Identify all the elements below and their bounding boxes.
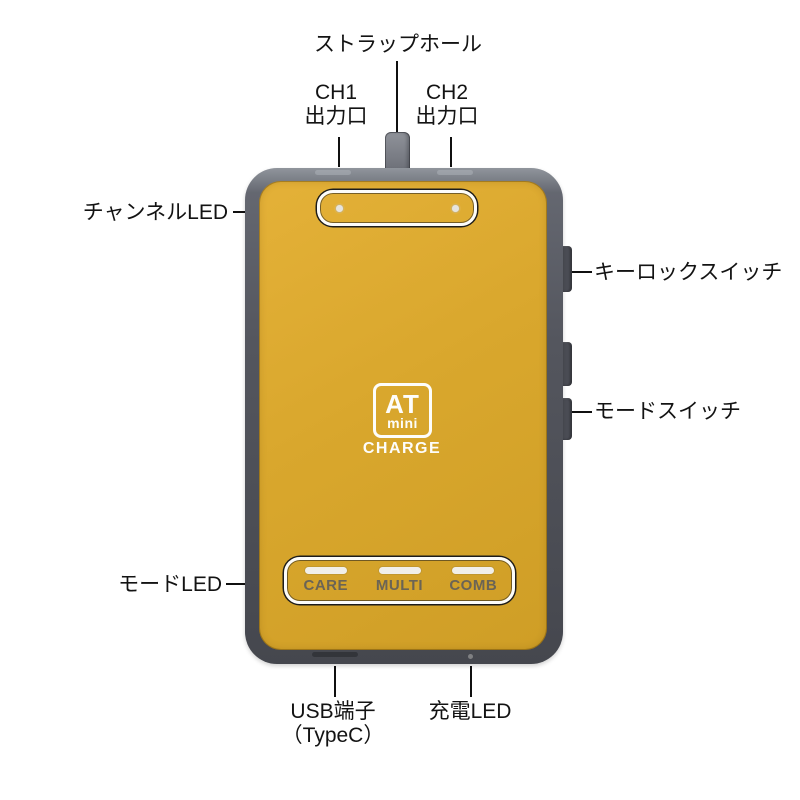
ch2-output-port xyxy=(437,170,473,175)
charge-led xyxy=(468,654,473,659)
device-front-panel: AT mini CHARGE CARE MULTI COMB xyxy=(259,181,547,650)
mode-switch-callout-line xyxy=(552,411,592,413)
ch1-output-label-line2: 出力口 xyxy=(304,105,368,128)
ch2-output-label-line2: 出力口 xyxy=(415,105,479,128)
mode-switch-label: モードスイッチ xyxy=(594,400,741,423)
usb-port-label-line2: （TypeC） xyxy=(281,724,385,747)
ch1-output-label: CH1 出力口 xyxy=(305,81,368,129)
strap-hole-callout-line xyxy=(396,61,398,133)
mode-item-multi: MULTI xyxy=(365,567,435,594)
ch1-output-label-line1: CH1 xyxy=(314,81,357,104)
key-lock-callout-line xyxy=(552,271,592,273)
product-name-text: CHARGE xyxy=(362,440,442,457)
charge-led-label: 充電LED xyxy=(428,700,512,723)
brand-logo-badge: AT mini xyxy=(373,383,432,438)
mode-led-care xyxy=(304,567,347,574)
brand-logo-subtext: mini xyxy=(387,414,418,431)
charge-led-callout-line xyxy=(470,666,472,697)
brand-logo-text: AT xyxy=(385,388,420,419)
key-lock-switch-label: キーロックスイッチ xyxy=(594,261,783,284)
mode-label-multi: MULTI xyxy=(375,577,424,594)
mode-item-comb: COMB xyxy=(438,567,508,594)
usb-port-label: USB端子 （TypeC） xyxy=(282,700,385,748)
channel-led-callout-box xyxy=(317,190,477,226)
usb-typec-port xyxy=(312,652,358,657)
mode-led-label: モードLED xyxy=(118,573,222,596)
ch2-callout-line xyxy=(450,137,452,167)
mode-label-comb: COMB xyxy=(449,577,498,594)
mode-item-care: CARE xyxy=(291,567,361,594)
device-frame: AT mini CHARGE CARE MULTI COMB xyxy=(245,168,563,664)
strap-hole-label: ストラップホール xyxy=(314,33,482,56)
mode-label-care: CARE xyxy=(303,577,348,594)
channel-led-2-dot xyxy=(452,204,459,212)
mode-led-multi xyxy=(378,567,421,574)
ch1-output-port xyxy=(315,170,351,175)
channel-led-label: チャンネルLED xyxy=(82,201,228,224)
ch2-output-label: CH2 出力口 xyxy=(416,81,479,129)
mode-led-comb xyxy=(452,567,495,574)
strap-hole-tab xyxy=(385,132,410,174)
ch1-callout-line xyxy=(338,137,340,167)
channel-led-1-dot xyxy=(336,204,343,212)
usb-port-label-line1: USB端子 xyxy=(290,700,376,723)
ch2-output-label-line1: CH2 xyxy=(425,81,468,104)
usb-callout-line xyxy=(334,666,336,697)
mode-led-callout-box: CARE MULTI COMB xyxy=(284,557,515,604)
